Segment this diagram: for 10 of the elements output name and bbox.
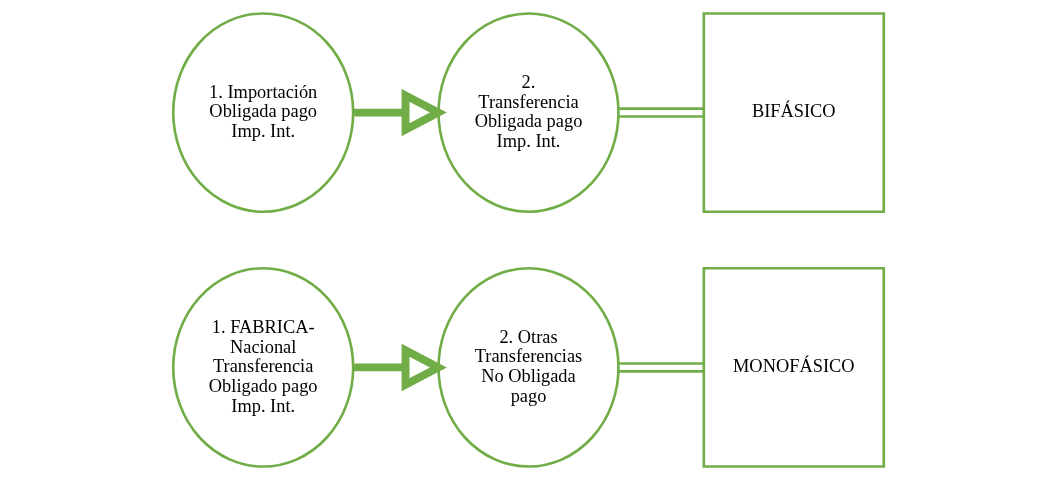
node-box: BIFÁSICO <box>702 12 885 214</box>
arrow <box>352 88 447 137</box>
node-circle: 1. Importación Obligada pago Imp. Int. <box>171 12 354 214</box>
connector <box>618 107 704 118</box>
node-circle: 2. Transferencia Obligada pago Imp. Int. <box>436 12 620 214</box>
connector <box>618 362 704 373</box>
node-circle: 2. Otras Transferencias No Obligada pago <box>436 266 620 468</box>
node-box: MONOFÁSICO <box>702 266 885 468</box>
arrow <box>352 343 447 392</box>
node-circle: 1. FABRICA- Nacional Transferencia Obligado pago Imp. Int. <box>171 266 354 468</box>
